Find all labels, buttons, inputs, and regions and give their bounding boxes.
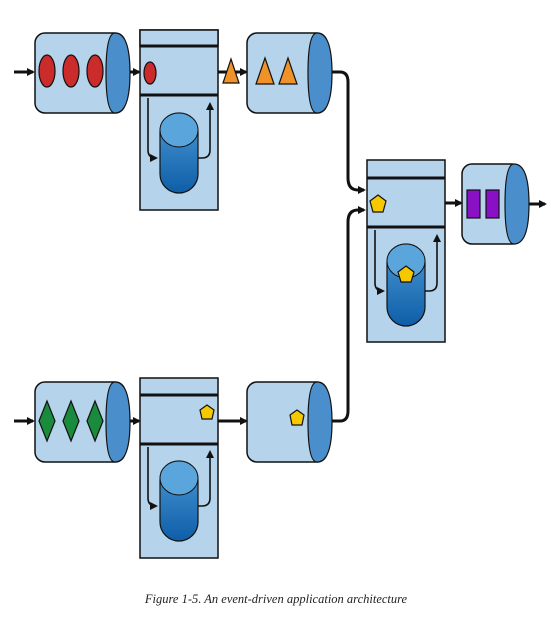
circle-event (38, 54, 56, 88)
state-store (386, 243, 426, 327)
output-queue-bottom (246, 381, 333, 463)
diamond-event (62, 399, 80, 443)
triangle-event (278, 56, 298, 85)
pentagon-event (397, 265, 415, 283)
circle-event (143, 61, 157, 85)
circle-event (62, 54, 80, 88)
event-driven-architecture-diagram (14, 29, 547, 559)
diamond-event (38, 399, 56, 443)
square-event (485, 189, 500, 219)
figure-caption: Figure 1-5. An event-driven application … (144, 592, 408, 606)
output-queue-top (246, 32, 333, 114)
circle-event (86, 54, 104, 88)
store-loop-out (198, 102, 214, 159)
processor-bottom (139, 377, 219, 559)
store-loop-in (147, 98, 158, 162)
diamond-event (86, 399, 104, 443)
store-loop-in (147, 447, 158, 510)
pentagon-event (289, 409, 305, 426)
square-event (466, 189, 481, 219)
pentagon-event (369, 194, 387, 213)
store-loop-out (425, 234, 441, 292)
state-store (159, 460, 199, 542)
store-loop-in (374, 230, 385, 295)
processor-top (139, 29, 219, 211)
triangle-event (255, 56, 275, 85)
connector-top-to-join (332, 70, 366, 194)
final-queue (461, 163, 530, 245)
connector-bottom-to-join (332, 206, 366, 423)
input-queue-top (34, 32, 131, 114)
processor-join (366, 159, 446, 343)
store-loop-out (198, 450, 214, 507)
input-queue-bottom (34, 381, 131, 463)
triangle-event (222, 57, 240, 84)
state-store (159, 112, 199, 194)
pentagon-event (199, 404, 215, 420)
